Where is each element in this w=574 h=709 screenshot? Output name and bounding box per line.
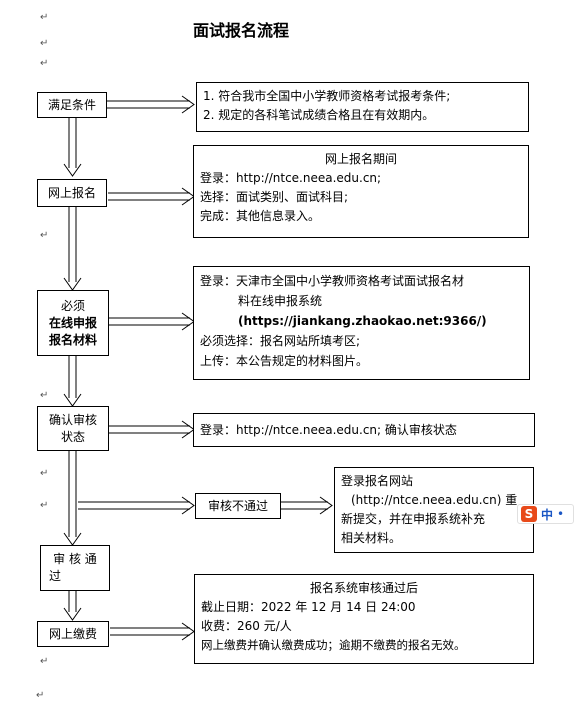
box-line: 网上缴费并确认缴费成功；逾期不缴费的报名无效。 <box>201 638 466 652</box>
paragraph-mark: ↵ <box>40 656 49 667</box>
paragraph-mark: ↵ <box>36 690 45 701</box>
box-line: 选择：面试类别、面试科目; <box>200 190 349 204</box>
box-line: 上传：本公告规定的材料图片。 <box>200 354 369 368</box>
paragraph-mark: ↵ <box>40 58 49 69</box>
paragraph-mark: ↵ <box>40 12 49 23</box>
box-line: 登录：天津市全国中小学教师资格考试面试报名材 <box>200 274 465 288</box>
paragraph-mark: ↵ <box>40 500 49 511</box>
box-line: 收费：260 元/人 <box>201 619 292 633</box>
page-title: 面试报名流程 <box>193 21 290 40</box>
step-label: 必须 <box>60 298 85 313</box>
step-submit-materials: 必须 在线申报 报名材料 <box>37 290 109 356</box>
sogou-logo-icon[interactable]: S <box>521 506 537 522</box>
paragraph-mark: ↵ <box>40 38 49 49</box>
payment-box: 报名系统审核通过后 截止日期：2022 年 12 月 14 日 24:00 收费… <box>194 574 534 664</box>
box-line: 2. 规定的各科笔试成绩合格且在有效期内。 <box>203 108 435 122</box>
box-line: 1. 符合我市全国中小学教师资格考试报考条件; <box>203 89 451 103</box>
step-label: 网上报名 <box>47 185 96 200</box>
box-line: 报名系统审核通过后 <box>309 581 418 595</box>
box-line: 新提交，并在申报系统补充 <box>341 512 486 526</box>
step-online-payment: 网上缴费 <box>37 621 109 647</box>
box-line: (https://jiankang.zhaokao.net:9366/) <box>238 314 487 328</box>
step-label: 审 核 通 <box>53 552 97 566</box>
box-line: 网上报名期间 <box>324 152 397 166</box>
registration-box: 网上报名期间 登录：http://ntce.neea.edu.cn; 选择：面试… <box>193 145 529 238</box>
box-line: 必须选择：报名网站所填考区; <box>200 334 361 348</box>
step-label: 状态 <box>60 429 85 444</box>
step-review-failed: 审核不通过 <box>195 493 281 519</box>
paragraph-mark: ↵ <box>40 468 49 479</box>
resubmit-box: 登录报名网站 (http://ntce.neea.edu.cn) 重 新提交，并… <box>334 467 534 553</box>
ime-toolbar[interactable]: S 中 • <box>517 504 574 524</box>
materials-box: 登录：天津市全国中小学教师资格考试面试报名材 料在线申报系统 (https://… <box>193 266 530 380</box>
review-status-box: 登录：http://ntce.neea.edu.cn; 确认审核状态 <box>193 413 535 447</box>
paragraph-mark: ↵ <box>40 390 49 401</box>
step-review-passed: 审 核 通 过 <box>40 545 110 591</box>
step-label: 审核不通过 <box>207 498 268 513</box>
ime-mode-label[interactable]: 中 <box>541 507 554 522</box>
box-line: 完成：其他信息录入。 <box>200 209 321 223</box>
step-meet-conditions: 满足条件 <box>37 92 107 118</box>
box-line: (http://ntce.neea.edu.cn) 重 <box>351 493 518 507</box>
box-line: 登录：http://ntce.neea.edu.cn; 确认审核状态 <box>200 423 457 437</box>
step-confirm-review: 确认审核 状态 <box>37 406 109 451</box>
box-line: 截止日期：2022 年 12 月 14 日 24:00 <box>201 600 416 614</box>
paragraph-mark: ↵ <box>40 230 49 241</box>
box-line: 登录：http://ntce.neea.edu.cn; <box>200 171 382 185</box>
conditions-box: 1. 符合我市全国中小学教师资格考试报考条件; 2. 规定的各科笔试成绩合格且在… <box>196 82 529 132</box>
step-label: 在线申报 <box>48 315 97 330</box>
box-line: 登录报名网站 <box>341 474 414 488</box>
step-label: 确认审核 <box>48 412 97 427</box>
punctuation-icon[interactable]: • <box>557 507 565 521</box>
box-line: 相关材料。 <box>341 531 402 545</box>
step-label: 满足条件 <box>47 97 96 112</box>
step-online-registration: 网上报名 <box>37 179 107 207</box>
step-label: 过 <box>49 569 62 583</box>
step-label: 网上缴费 <box>48 626 97 641</box>
step-label: 报名材料 <box>48 332 97 347</box>
box-line: 料在线申报系统 <box>238 294 323 308</box>
